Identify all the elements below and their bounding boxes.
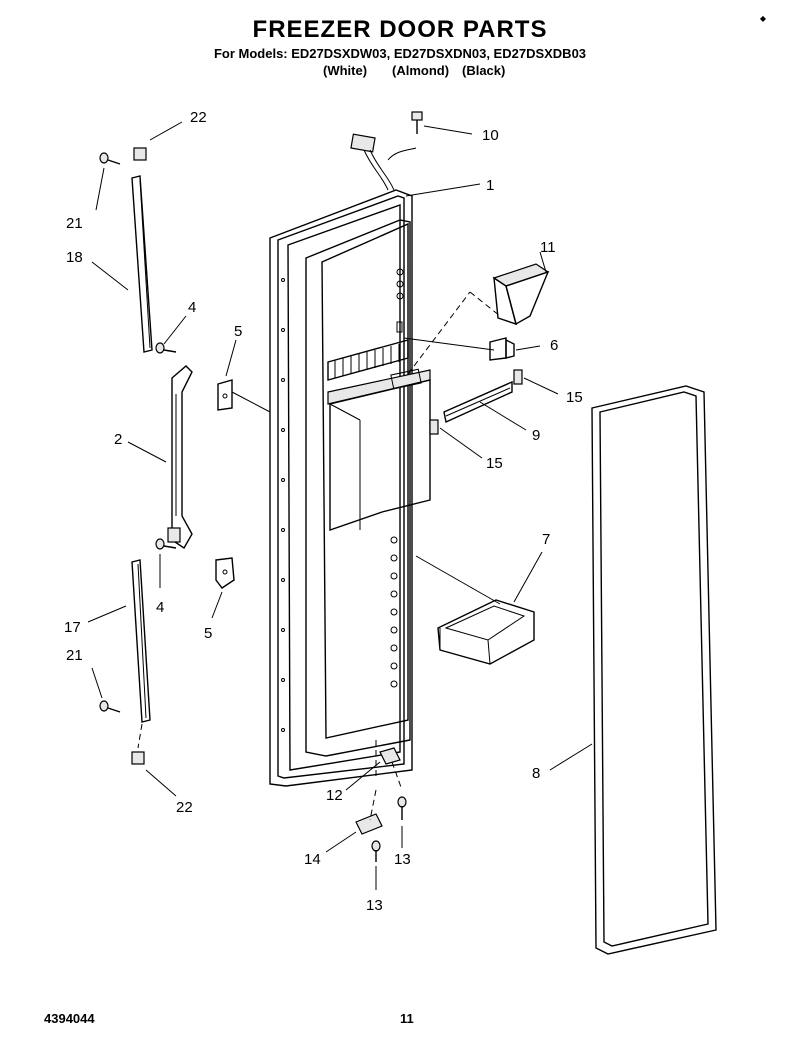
lower-handle-trim <box>131 559 151 723</box>
callout-13-right: 13 <box>394 851 411 868</box>
callout-14: 14 <box>304 851 321 868</box>
panel-holes <box>281 278 285 732</box>
callout-1: 1 <box>486 177 494 194</box>
callout-15-upper: 15 <box>566 389 583 406</box>
hinge-plate-12 <box>379 747 401 765</box>
corner-mark: ◆ <box>759 14 766 23</box>
color-black: (Black) <box>462 63 506 78</box>
callout-12: 12 <box>326 787 343 804</box>
rail-9 <box>443 380 513 424</box>
callout-22-bottom: 22 <box>176 799 193 816</box>
screw-4-bottom <box>155 538 177 550</box>
callout-21-bottom: 21 <box>66 647 83 664</box>
callout-6: 6 <box>550 337 558 354</box>
screw-21-top <box>99 152 121 165</box>
callout-15-lower: 15 <box>486 455 503 472</box>
clip-22-bottom <box>131 751 145 765</box>
screw-4-top <box>155 342 177 354</box>
grille-slats <box>334 344 400 378</box>
color-white: (White) <box>323 63 368 78</box>
callout-7: 7 <box>542 531 550 548</box>
bracket-5-top <box>217 379 233 411</box>
wire-harness <box>350 133 417 191</box>
screw-21-bottom <box>99 700 121 713</box>
clip-15-upper <box>513 369 523 385</box>
callout-5-top: 5 <box>234 323 242 340</box>
handle <box>167 365 193 549</box>
bracket-5-bottom <box>215 557 235 589</box>
bracket-6 <box>489 337 515 361</box>
clip-15-lower <box>429 419 439 435</box>
hinge-block-14 <box>355 813 383 835</box>
callout-9: 9 <box>532 427 540 444</box>
callout-8: 8 <box>532 765 540 782</box>
upper-handle-trim <box>131 175 153 353</box>
drip-tray <box>437 599 535 665</box>
callout-2: 2 <box>114 431 122 448</box>
door-gasket <box>591 385 717 955</box>
alignment-lines <box>137 291 501 821</box>
callout-18: 18 <box>66 249 83 266</box>
screw-13-right <box>397 796 407 820</box>
callout-4-bottom: 4 <box>156 599 164 616</box>
document-number: 4394044 <box>44 1011 95 1026</box>
screw-10 <box>411 111 423 134</box>
callout-13-bottom: 13 <box>366 897 383 914</box>
callout-5-bottom: 5 <box>204 625 212 642</box>
ice-funnel <box>492 263 550 326</box>
callout-11: 11 <box>540 239 556 256</box>
callout-4-top: 4 <box>188 299 196 316</box>
callout-17: 17 <box>64 619 81 636</box>
callout-10: 10 <box>482 127 499 144</box>
callout-labels: 10 1 22 21 18 4 5 2 4 5 17 21 22 11 6 15… <box>64 109 583 914</box>
clip-22-top <box>133 147 147 161</box>
color-almond: (Almond) <box>392 63 450 78</box>
model-list: For Models: ED27DSXDW03, ED27DSXDN03, ED… <box>213 46 587 61</box>
page-title: FREEZER DOOR PARTS <box>252 16 548 43</box>
screw-13-bottom <box>371 840 381 862</box>
callout-leaders <box>87 121 593 890</box>
page-number: 11 <box>400 1011 414 1026</box>
callout-21-top: 21 <box>66 215 83 232</box>
callout-22-top: 22 <box>190 109 207 126</box>
door-panel <box>269 189 431 787</box>
